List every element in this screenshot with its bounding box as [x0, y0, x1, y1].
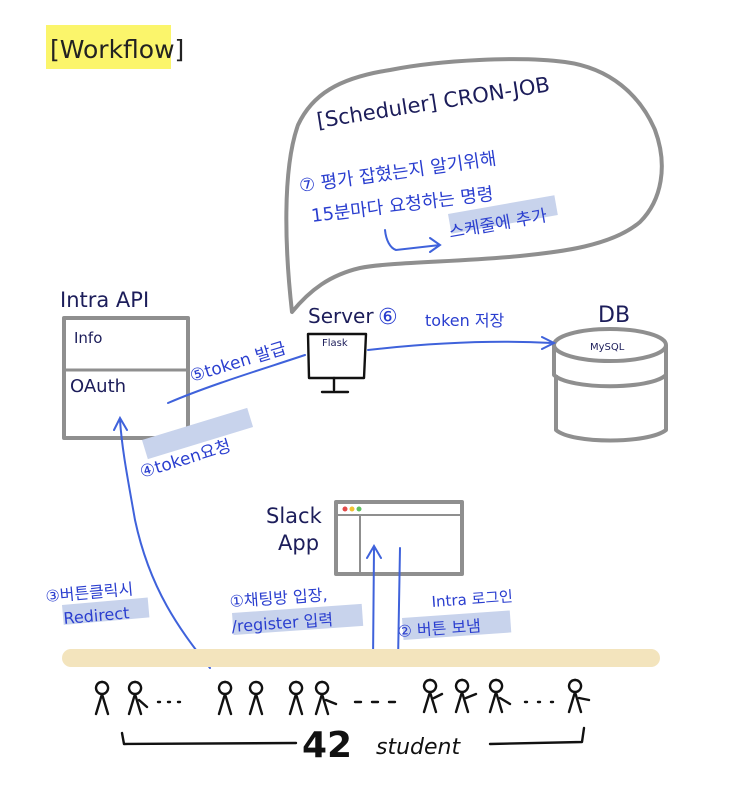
- step1-line-1: ①채팅방 입장,: [229, 585, 328, 611]
- person-icon-3: [217, 680, 233, 716]
- workflow-title: [Workflow]: [46, 25, 184, 69]
- intra-api: Intra API Info OAuth: [60, 288, 190, 440]
- person-icon-8: [454, 678, 478, 714]
- person-icon-4: [248, 680, 264, 716]
- title-highlight: [46, 25, 171, 69]
- arrow-down-from-slack: [390, 547, 406, 666]
- title-text: [Workflow]: [50, 35, 184, 64]
- student-bracket-left: [120, 731, 298, 746]
- person-icon-2: [127, 680, 149, 716]
- person-icon-5: [288, 680, 304, 716]
- flow-slack: ①채팅방 입장, /register 입력 Intra 로그인 ② 버튼 보냄: [229, 544, 513, 666]
- step5-label: ⑤token 발급: [188, 339, 289, 387]
- arrow-redirect: [113, 415, 211, 669]
- db-title: DB: [598, 303, 630, 328]
- db-body: [554, 375, 668, 443]
- server: Server ⑥ Flask: [306, 304, 398, 394]
- student-figures: [94, 678, 591, 716]
- intra-api-title: Intra API: [60, 288, 149, 312]
- scheduler-line3-highlight: [448, 195, 558, 234]
- student-bracket-right: [488, 726, 586, 746]
- step1-highlight: [231, 603, 364, 635]
- person-icon-7: [422, 678, 444, 714]
- student-count: 42: [302, 725, 352, 766]
- database: DB MySQL: [552, 303, 668, 443]
- arrow-server-to-db: [367, 336, 557, 351]
- intra-api-oauth: OAuth: [70, 376, 126, 397]
- person-icon-1: [94, 680, 110, 716]
- arrow-oauth-to-server: [167, 354, 306, 404]
- server-title: Server: [308, 304, 374, 328]
- person-icon-10: [567, 678, 591, 714]
- scheduler-arrow: [384, 229, 442, 253]
- slack-app-line-1: Slack: [266, 504, 323, 528]
- server-stand: [320, 376, 350, 394]
- scheduler-cloud: [Scheduler] CRON-JOB ⑦ 평가 잡혔는지 알기위해 15분마…: [284, 57, 664, 314]
- scheduler-cloud-outline: [284, 57, 664, 314]
- students-row: 42 student: [94, 678, 591, 766]
- intra-api-info: Info: [74, 329, 102, 347]
- floor-band: [62, 649, 660, 667]
- server-framework: Flask: [322, 338, 348, 349]
- server-monitor-icon: [306, 332, 368, 380]
- intra-api-box: [62, 316, 190, 440]
- arrow-up-to-slack: [366, 544, 382, 663]
- window-dot-red: [342, 506, 348, 512]
- step4-highlight: [141, 407, 254, 460]
- window-dot-green: [356, 506, 362, 512]
- slack-app: Slack App: [266, 500, 464, 576]
- person-icon-6: [314, 680, 338, 716]
- flow-redirect: ③버튼클릭시 Redirect: [45, 415, 211, 669]
- server-step: ⑥: [378, 305, 398, 330]
- step3-highlight: [62, 597, 150, 625]
- step6-label: token 저장: [425, 311, 505, 330]
- db-engine: MySQL: [590, 342, 625, 353]
- slack-app-line-2: App: [278, 531, 319, 555]
- flow-token-request: ④token요청: [138, 407, 254, 483]
- person-icon-9: [488, 678, 512, 714]
- step2-line-1: Intra 로그인: [431, 587, 513, 611]
- flow-token-save: token 저장: [367, 311, 557, 351]
- student-label: student: [376, 735, 461, 760]
- window-dot-yellow: [349, 506, 355, 512]
- step2-highlight: [402, 610, 512, 640]
